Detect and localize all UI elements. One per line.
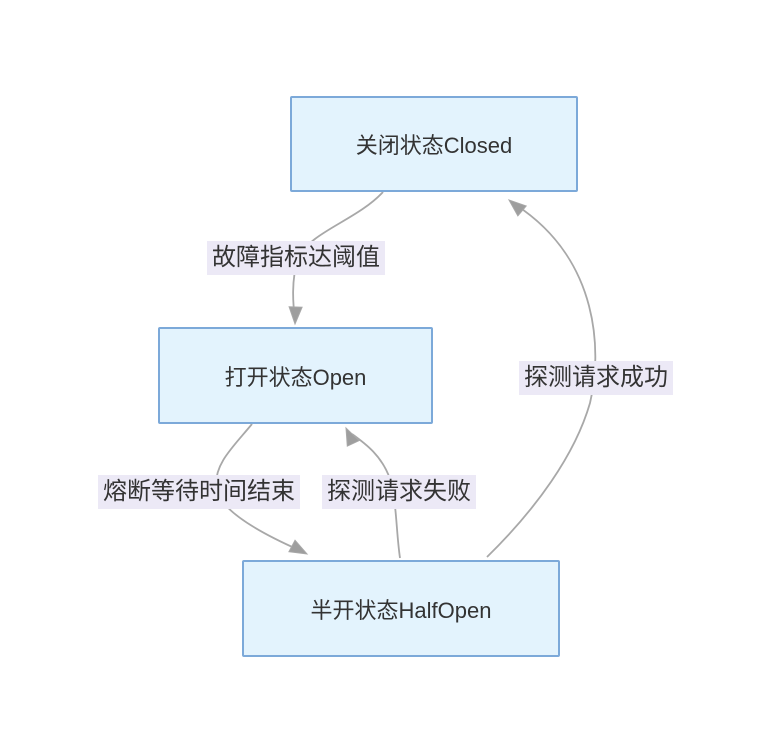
state-node-open-label: 打开状态Open bbox=[224, 364, 367, 390]
arrowhead-open-to-halfopen bbox=[288, 539, 309, 555]
state-node-open: 打开状态Open bbox=[158, 327, 433, 424]
state-node-halfopen-label: 半开状态HalfOpen bbox=[310, 597, 492, 623]
state-node-halfopen: 半开状态HalfOpen bbox=[242, 560, 560, 657]
state-node-closed-label: 关闭状态Closed bbox=[355, 133, 513, 158]
edge-label-halfopen-to-closed: 探测请求成功 bbox=[519, 361, 673, 395]
edge-halfopen-to-closed bbox=[486, 199, 597, 558]
edge-label-open-to-halfopen: 熔断等待时间结束 bbox=[98, 475, 300, 509]
edge-label-closed-to-open: 故障指标达阈值 bbox=[207, 241, 385, 275]
edge-label-halfopen-to-open: 探测请求失败 bbox=[322, 475, 476, 509]
arrowhead-closed-to-open bbox=[288, 306, 303, 326]
arrowhead-halfopen-to-closed bbox=[507, 199, 528, 217]
state-node-closed: 关闭状态Closed bbox=[290, 96, 578, 192]
arrowhead-halfopen-to-open bbox=[345, 426, 360, 447]
